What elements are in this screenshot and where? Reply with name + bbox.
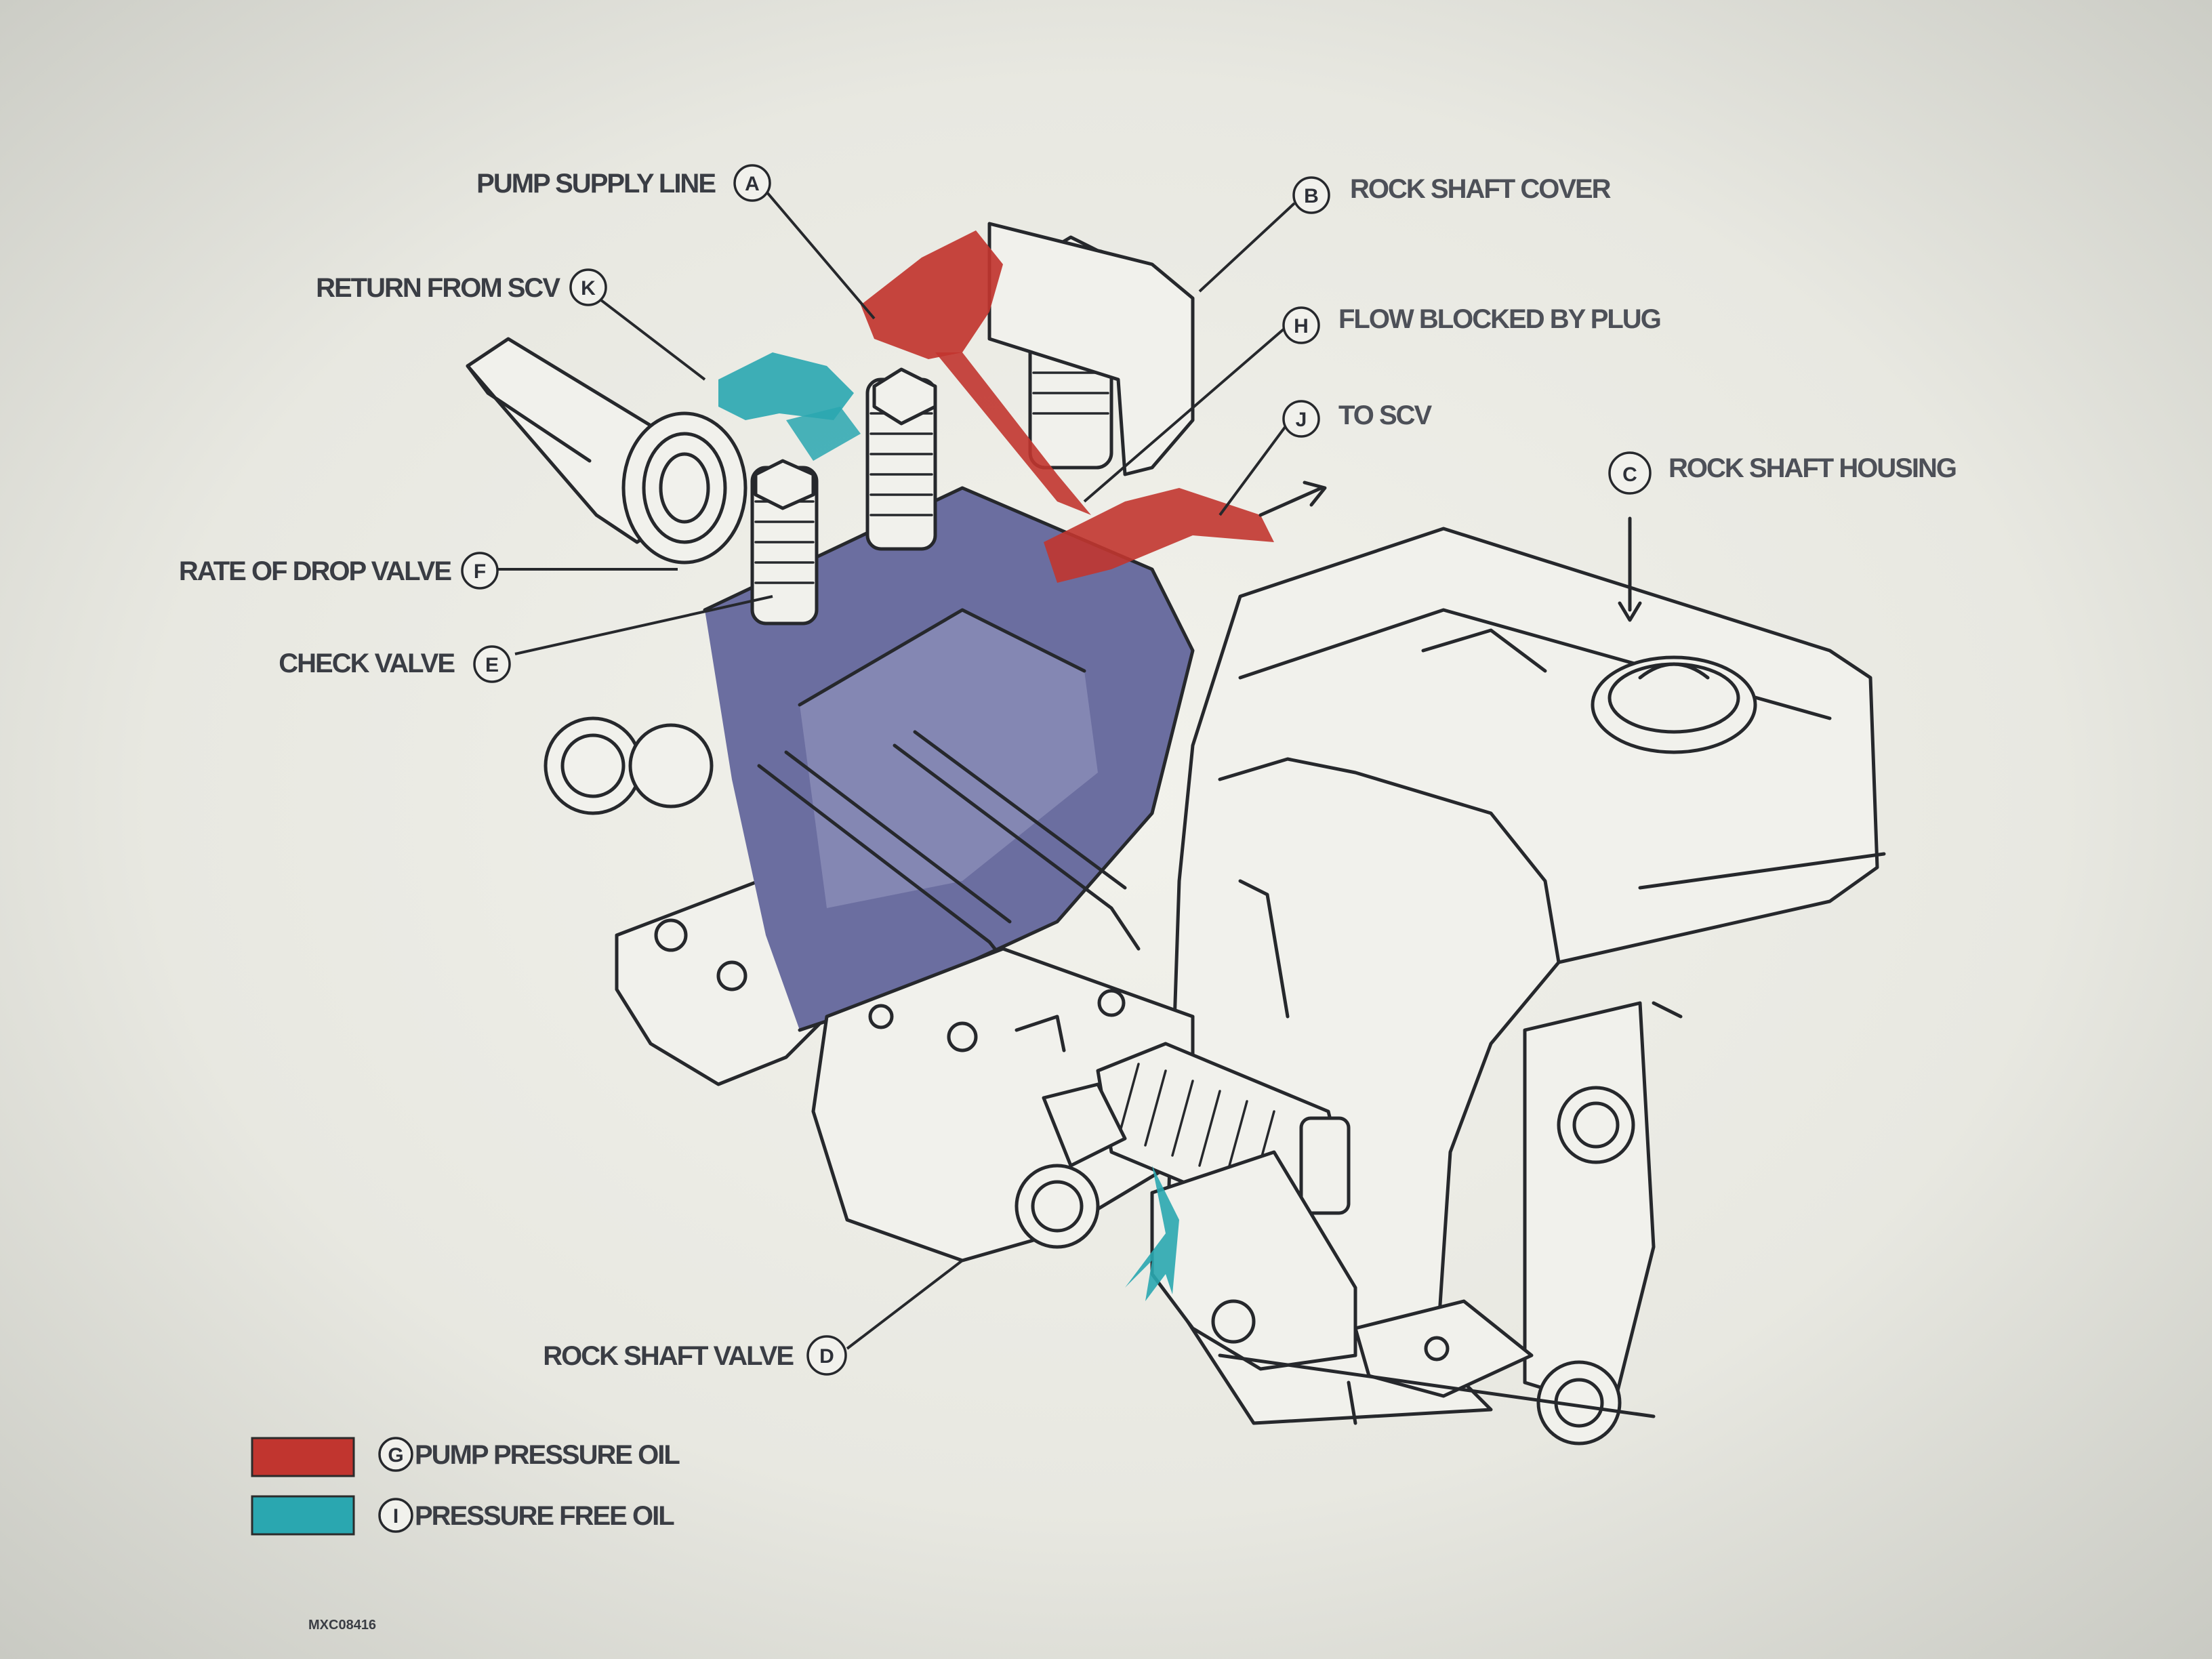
- legend-letter-g: G: [388, 1444, 403, 1467]
- label-rock-shaft-housing: ROCK SHAFT HOUSING: [1668, 453, 1956, 483]
- label-rate-of-drop-valve: RATE OF DROP VALVE: [179, 556, 451, 586]
- label-rock-shaft-valve: ROCK SHAFT VALVE: [543, 1341, 794, 1371]
- pressure-free-oil-fill: [718, 352, 1179, 1301]
- legend-swatch-pump-pressure-oil: [251, 1437, 355, 1477]
- legend-label-pump-pressure-oil: PUMP PRESSURE OIL: [415, 1440, 680, 1470]
- legend-item-pressure-free-oil: I PRESSURE FREE OIL: [251, 1495, 676, 1536]
- label-check-valve: CHECK VALVE: [279, 649, 455, 678]
- label-pump-supply-line: PUMP SUPPLY LINE: [476, 169, 716, 199]
- label-letter-d: D: [819, 1345, 834, 1368]
- callout-K: RETURN FROM SCV K: [316, 268, 607, 306]
- valve-body-drawing: [466, 222, 1656, 1425]
- legend-label-pressure-free-oil: PRESSURE FREE OIL: [415, 1501, 674, 1531]
- leader-lines: [498, 182, 1296, 1350]
- label-letter-j: J: [1296, 409, 1307, 431]
- label-letter-a: A: [745, 173, 760, 195]
- label-return-from-scv: RETURN FROM SCV: [316, 273, 560, 303]
- callout-A: PUMP SUPPLY LINE A: [476, 164, 771, 202]
- label-letter-b: B: [1304, 185, 1319, 207]
- label-letter-e: E: [485, 654, 499, 676]
- callout-J: J TO SCV: [1282, 400, 1434, 438]
- label-letter-k: K: [581, 277, 596, 300]
- legend-letter-i: I: [393, 1505, 398, 1528]
- callout-B: B ROCK SHAFT COVER: [1292, 174, 1613, 214]
- legend: G PUMP PRESSURE OIL I PRESSURE FREE OIL: [251, 1437, 681, 1536]
- callout-D: ROCK SHAFT VALVE D: [543, 1335, 847, 1376]
- pump-pressure-oil-fill: [861, 230, 1274, 583]
- callout-C: C ROCK SHAFT HOUSING: [1608, 451, 1957, 495]
- label-letter-h: H: [1294, 315, 1309, 337]
- legend-item-pump-pressure-oil: G PUMP PRESSURE OIL: [251, 1437, 681, 1477]
- label-letter-c: C: [1622, 464, 1637, 486]
- callout-H: H FLOW BLOCKED BY PLUG: [1282, 304, 1662, 344]
- label-rock-shaft-cover: ROCK SHAFT COVER: [1350, 174, 1612, 204]
- label-to-scv: TO SCV: [1338, 401, 1433, 430]
- label-letter-f: F: [474, 560, 486, 583]
- callout-F: RATE OF DROP VALVE F: [179, 552, 499, 590]
- label-flow-blocked-by-plug: FLOW BLOCKED BY PLUG: [1338, 304, 1660, 334]
- figure-code: MXC08416: [308, 1618, 376, 1633]
- callout-E: CHECK VALVE E: [279, 645, 511, 683]
- legend-swatch-pressure-free-oil: [251, 1495, 355, 1536]
- machine-drawing: [466, 222, 1886, 1446]
